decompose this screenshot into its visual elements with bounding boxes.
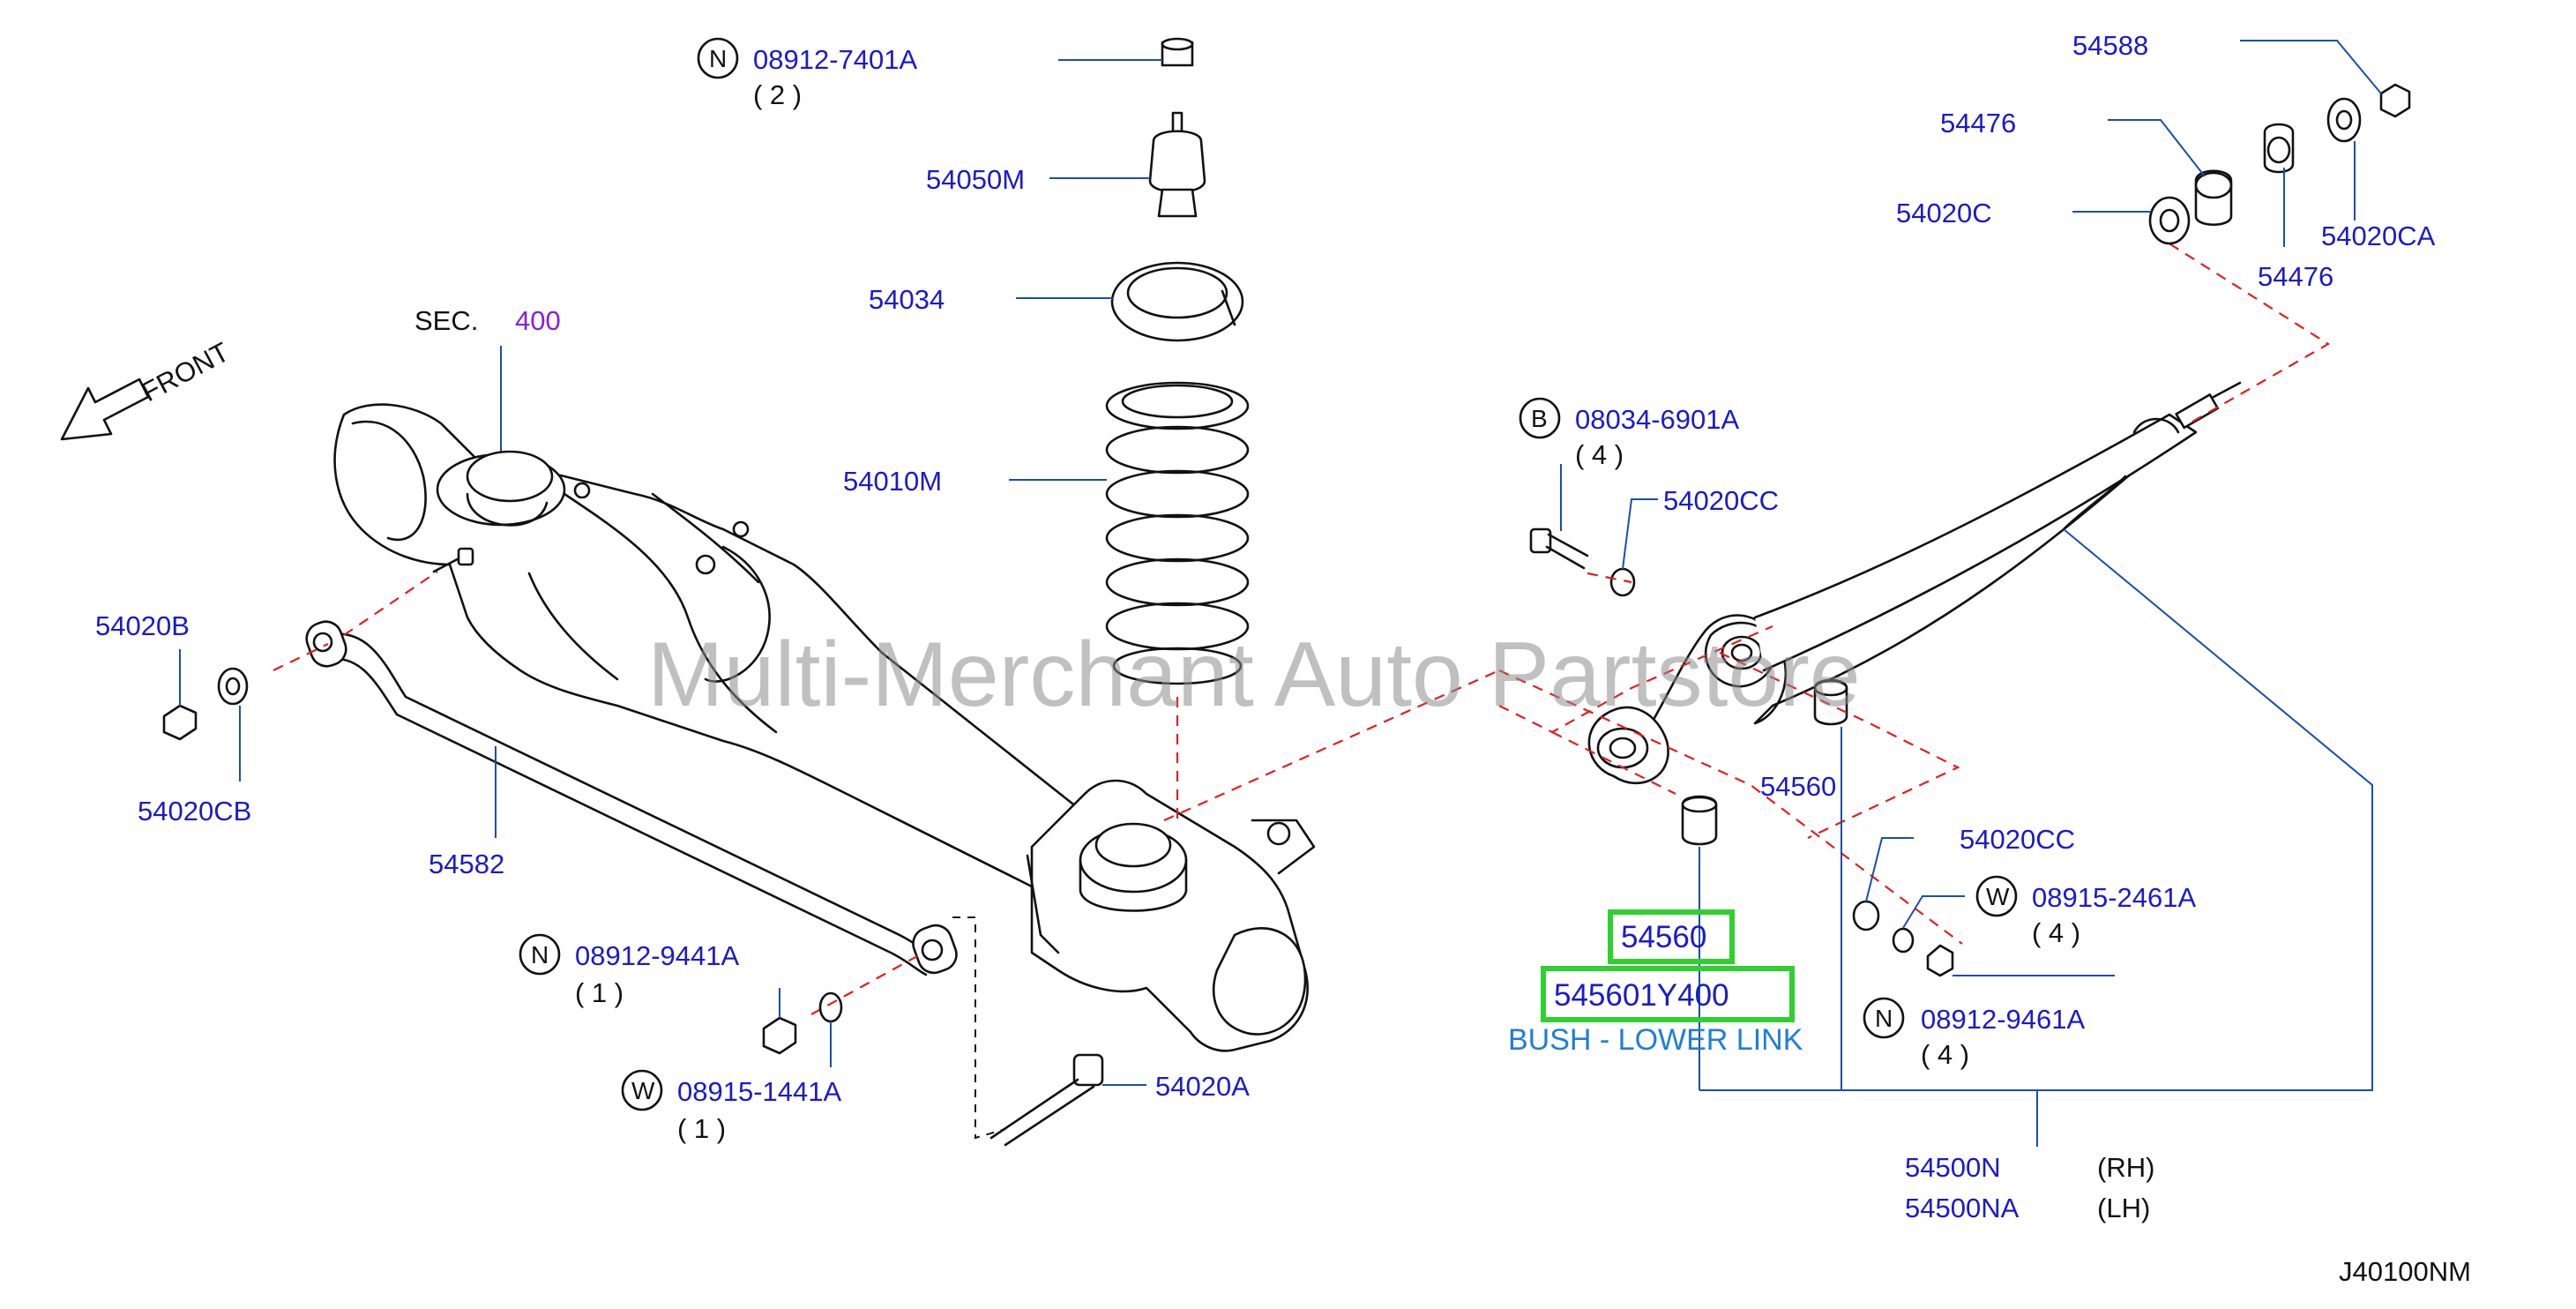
n-badge-icon: [519, 933, 561, 976]
nut-08912-7401a-drawing: [1161, 37, 1194, 67]
section-ref-number[interactable]: 400: [515, 305, 561, 336]
qty-08912-7401a: ( 2 ): [753, 79, 802, 110]
part-08915-2461a[interactable]: 08915-2461A: [2032, 882, 2196, 913]
leader-lines: [179, 40, 2382, 1147]
w-badge-icon: [621, 1069, 663, 1111]
qty-08912-9461a: ( 4 ): [1921, 1039, 1969, 1070]
part-54020cb[interactable]: 54020CB: [138, 796, 251, 827]
part-54020cc-bottom[interactable]: 54020CC: [1960, 824, 2075, 855]
nut-54588-drawing: [2379, 83, 2411, 118]
washer-54020ca-drawing: [2326, 97, 2362, 143]
stabilizer-bar-drawing: [305, 547, 958, 976]
nut-08912-9441a-drawing: [762, 1016, 797, 1055]
side-lh: (LH): [2097, 1193, 2150, 1223]
part-54476-bottom[interactable]: 54476: [2258, 261, 2333, 292]
b-badge-icon: [1519, 397, 1561, 439]
washer-54020cc-bottom-drawing: [1852, 900, 1880, 931]
part-54020ca[interactable]: 54020CA: [2321, 221, 2436, 251]
front-label: FRONT: [137, 336, 235, 408]
lower-link-54500n-drawing: [1587, 381, 2242, 785]
part-08912-9461a[interactable]: 08912-9461A: [1921, 1004, 2085, 1035]
n-badge-letter: N: [1875, 1005, 1893, 1032]
qty-08915-1441a: ( 1 ): [677, 1113, 726, 1144]
highlighted-part-545601y400[interactable]: 545601Y400: [1554, 978, 1729, 1013]
bump-stop-54050m-drawing: [1148, 111, 1206, 218]
bushing-54476-bottom-drawing: [2263, 123, 2295, 174]
part-54020a[interactable]: 54020A: [1155, 1071, 1250, 1102]
w-badge-letter: W: [631, 1077, 655, 1104]
part-54500n[interactable]: 54500N: [1905, 1152, 2001, 1183]
part-description: BUSH - LOWER LINK: [1508, 1023, 1803, 1057]
bushing-54476-top-drawing: [2194, 169, 2233, 226]
part-54500na[interactable]: 54500NA: [1905, 1193, 2020, 1223]
bolt-54020a-drawing: [989, 1053, 1104, 1147]
spring-seat-54034-drawing: [1110, 261, 1244, 342]
n-badge-icon: [697, 37, 739, 79]
washer-08915-2461a-drawing: [1892, 927, 1915, 954]
side-rh: (RH): [2097, 1152, 2154, 1183]
part-54582[interactable]: 54582: [429, 849, 504, 879]
part-54560-upper[interactable]: 54560: [1760, 771, 1836, 802]
front-arrow-icon: [60, 378, 150, 441]
bushing-54560-lower-drawing: [1681, 795, 1718, 846]
nut-08912-9461a-drawing: [1926, 944, 1954, 977]
part-54588[interactable]: 54588: [2072, 30, 2148, 61]
part-08915-1441a[interactable]: 08915-1441A: [677, 1076, 841, 1107]
part-54020b[interactable]: 54020B: [95, 610, 190, 641]
part-54020c[interactable]: 54020C: [1896, 198, 1992, 228]
bushing-54020c-drawing: [2148, 196, 2191, 245]
w-badge-icon: [1975, 875, 2018, 917]
part-54050m[interactable]: 54050M: [926, 164, 1025, 195]
qty-08034-6901a: ( 4 ): [1575, 439, 1624, 470]
part-54020cc-top[interactable]: 54020CC: [1663, 485, 1779, 516]
qty-08912-9441a: ( 1 ): [575, 977, 623, 1008]
bolt-08034-6901a-drawing: [1529, 527, 1589, 570]
part-08034-6901a[interactable]: 08034-6901A: [1575, 404, 1739, 435]
section-ref-prefix: SEC.: [414, 305, 478, 336]
highlight-box-54560: [1608, 909, 1735, 964]
watermark-text: Multi-Merchant Auto Partstore: [647, 624, 1861, 726]
highlighted-part-54560[interactable]: 54560: [1621, 920, 1706, 954]
b-badge-letter: B: [1531, 405, 1548, 432]
washer-08915-1441a-drawing: [818, 991, 843, 1023]
nut-54020b-drawing: [162, 704, 198, 741]
washer-54020cb-drawing: [217, 667, 249, 706]
n-badge-letter: N: [709, 45, 727, 72]
w-badge-letter: W: [1986, 883, 2010, 910]
n-badge-letter: N: [531, 941, 549, 969]
highlight-box-545601y400: [1541, 966, 1795, 1022]
bushing-54560-upper-drawing: [1813, 678, 1848, 726]
part-54010m[interactable]: 54010M: [843, 466, 942, 497]
part-54476-top[interactable]: 54476: [1940, 108, 2016, 138]
part-08912-9441a[interactable]: 08912-9441A: [575, 940, 739, 971]
part-54034[interactable]: 54034: [869, 284, 945, 315]
n-badge-icon: [1863, 997, 1905, 1039]
coil-spring-54010m-drawing: [1105, 381, 1250, 685]
rear-axle-housing-drawing: [333, 403, 1316, 1052]
part-08912-7401a[interactable]: 08912-7401A: [753, 44, 917, 75]
diagram-code: J40100NM: [2339, 1256, 2471, 1287]
qty-08915-2461a: ( 4 ): [2032, 917, 2080, 948]
